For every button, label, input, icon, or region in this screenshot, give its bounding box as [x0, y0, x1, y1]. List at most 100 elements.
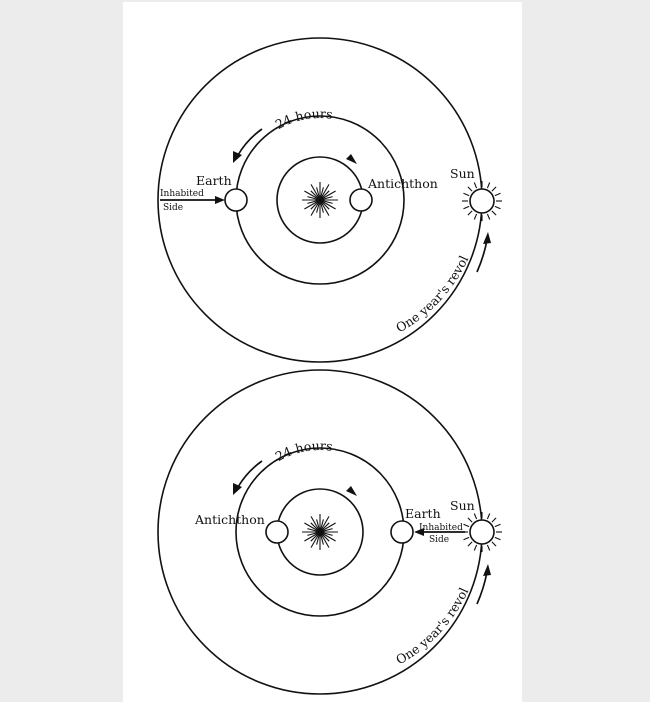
- arrow-head: [233, 483, 242, 495]
- fire-ray: [310, 531, 321, 542]
- fire-ray: [319, 531, 330, 542]
- hours-label: 24 hours: [273, 438, 334, 464]
- earth-body: [224, 188, 248, 212]
- inhabited-label: Inhabited: [160, 189, 204, 199]
- fire-ray: [316, 519, 321, 533]
- diagram-page: 24 hours Earth Antichthon Sun Inhabited …: [123, 2, 522, 702]
- sun-ray: [473, 544, 478, 551]
- sun-ray: [473, 182, 478, 189]
- diagram-bottom: 24 hours Antichthon Earth Sun Inhabited …: [123, 2, 502, 695]
- revolution-arrow: [476, 239, 488, 273]
- sun-ray: [491, 541, 497, 547]
- revolution-label: One year's revolution: [123, 2, 471, 335]
- sun-disc: [469, 519, 495, 545]
- fire-ray: [319, 187, 324, 201]
- sun-ray: [473, 513, 478, 520]
- sun-ray: [463, 192, 470, 197]
- fire-ray: [316, 187, 321, 201]
- sun-ray: [463, 205, 470, 210]
- inhabited-label: Inhabited: [419, 523, 463, 533]
- sun-ray: [494, 205, 501, 210]
- sun-label: Sun: [450, 498, 475, 513]
- sun-ray: [467, 541, 473, 547]
- sun-icon: [462, 512, 502, 552]
- sun-ray: [486, 544, 491, 551]
- sun-disc: [469, 188, 495, 214]
- sun-icon: [462, 181, 502, 221]
- arrow-head: [483, 564, 491, 576]
- arrow-head: [483, 232, 491, 244]
- earth-body: [390, 520, 414, 544]
- sun-ray: [486, 213, 491, 220]
- fire-ray: [319, 531, 324, 545]
- sun-ray: [486, 182, 491, 189]
- arrow-head: [215, 196, 225, 204]
- fire-ray: [304, 531, 321, 542]
- fire-ray: [319, 531, 330, 548]
- fire-ray: [310, 199, 321, 210]
- diagram-top: 24 hours Earth Antichthon Sun Inhabited …: [123, 2, 502, 363]
- side-label: Side: [429, 535, 449, 545]
- sun-ray: [486, 513, 491, 520]
- fire-ray: [319, 199, 330, 210]
- sun-ray: [494, 523, 501, 528]
- fire-ray: [307, 531, 321, 536]
- fire-ray: [310, 522, 321, 533]
- antichthon-body: [265, 520, 289, 544]
- arrow-head: [233, 151, 242, 163]
- sun-label: Sun: [450, 166, 475, 181]
- sun-ray: [491, 186, 497, 192]
- earth-label: Earth: [196, 173, 232, 188]
- antichthon-label: Antichthon: [194, 512, 265, 527]
- sun-ray: [473, 213, 478, 220]
- antichthon-label: Antichthon: [367, 176, 438, 191]
- sun-ray: [463, 536, 470, 541]
- side-label: Side: [163, 203, 183, 213]
- fire-ray: [307, 528, 321, 533]
- fire-ray: [319, 196, 333, 201]
- sun-ray: [467, 186, 473, 192]
- sun-ray: [467, 517, 473, 523]
- fire-ray: [304, 190, 321, 201]
- central-fire-icon: [302, 182, 338, 218]
- fire-ray: [319, 190, 330, 201]
- inner-rotation-arrow: [346, 486, 357, 496]
- fire-ray: [310, 184, 321, 201]
- fire-ray: [319, 522, 336, 533]
- sun-ray: [467, 210, 473, 216]
- fire-ray: [319, 199, 324, 213]
- fire-ray: [319, 519, 324, 533]
- fire-ray: [316, 531, 321, 545]
- inner-rotation-arrow: [346, 154, 357, 164]
- fire-ray: [319, 531, 333, 536]
- revolution-arrow: [476, 571, 488, 605]
- fire-ray: [319, 199, 333, 204]
- fire-ray: [319, 199, 336, 210]
- sun-ray: [463, 523, 470, 528]
- fire-ray: [307, 199, 321, 204]
- sun-ray: [494, 536, 501, 541]
- fire-ray: [304, 199, 321, 210]
- fire-ray: [310, 199, 321, 216]
- fire-ray: [307, 196, 321, 201]
- fire-ray: [319, 528, 333, 533]
- fire-ray: [319, 199, 330, 216]
- sun-ray: [494, 192, 501, 197]
- hours-label: 24 hours: [273, 106, 334, 132]
- sun-ray: [491, 210, 497, 216]
- fire-ray: [319, 531, 336, 542]
- fire-ray: [319, 516, 330, 533]
- fire-ray: [310, 516, 321, 533]
- arrow-head: [414, 528, 424, 536]
- fire-ray: [304, 522, 321, 533]
- fire-ray: [310, 531, 321, 548]
- antichthon-body: [349, 188, 373, 212]
- diagram-canvas: 24 hours Earth Antichthon Sun Inhabited …: [123, 2, 502, 695]
- fire-ray: [310, 190, 321, 201]
- fire-ray: [319, 184, 330, 201]
- central-fire-icon: [302, 514, 338, 550]
- fire-ray: [319, 522, 330, 533]
- sun-ray: [491, 517, 497, 523]
- fire-ray: [316, 199, 321, 213]
- fire-ray: [319, 190, 336, 201]
